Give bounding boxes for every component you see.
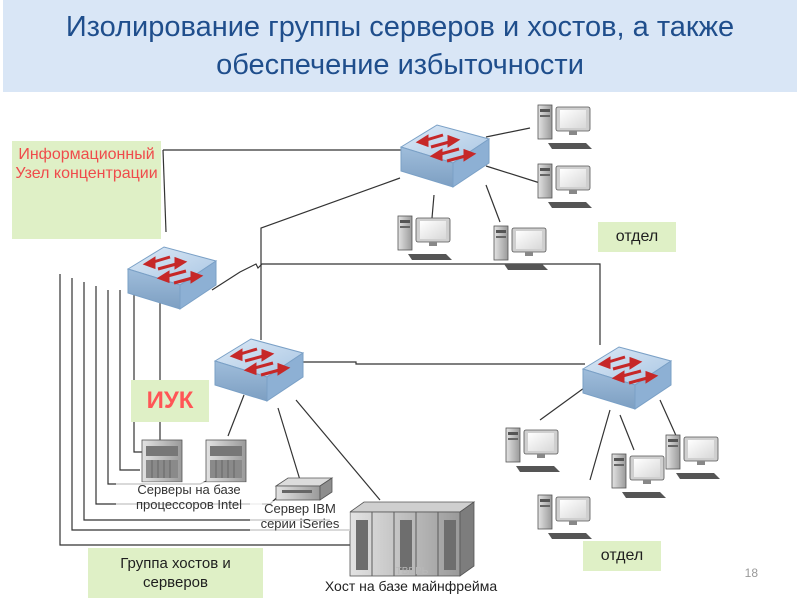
ibm-server-caption: Сервер IBM серии iSeries — [250, 501, 350, 531]
server-tower-icon — [141, 439, 183, 483]
desktop-computer-icon — [537, 494, 593, 540]
switch-concentration — [126, 245, 218, 311]
desktop-computer-icon — [665, 434, 721, 480]
switch-top-right — [399, 123, 491, 189]
rack-server-icon — [274, 477, 334, 501]
title-bar: Изолирование группы серверов и хостов, а… — [3, 0, 797, 92]
mainframe-icon — [348, 501, 476, 577]
department-label-top: отдел — [598, 222, 676, 252]
server-tower-icon — [205, 439, 247, 483]
intel-servers-caption: Серверы на базе процессоров Intel — [116, 482, 262, 512]
page-number: 18 — [744, 566, 758, 580]
desktop-computer-icon — [537, 163, 593, 209]
switch-bottom-right — [581, 345, 673, 411]
desktop-computer-icon — [537, 104, 593, 150]
desktop-computer-icon — [505, 427, 561, 473]
desktop-computer-icon — [397, 215, 453, 261]
watermark: ТВЕРЬ — [395, 566, 429, 577]
slide-title: Изолирование группы серверов и хостов, а… — [65, 11, 735, 81]
iuk-label: ИУК — [131, 380, 209, 422]
info-concentration-node-label: Информационный Узел концентрации — [12, 141, 161, 239]
desktop-computer-icon — [611, 453, 667, 499]
switch-iuk — [213, 337, 305, 403]
department-label-bottom: отдел — [583, 541, 661, 571]
hosts-servers-group-label: Группа хостов и серверов — [88, 548, 263, 598]
mainframe-caption: Хост на базе майнфрейма — [324, 578, 498, 594]
